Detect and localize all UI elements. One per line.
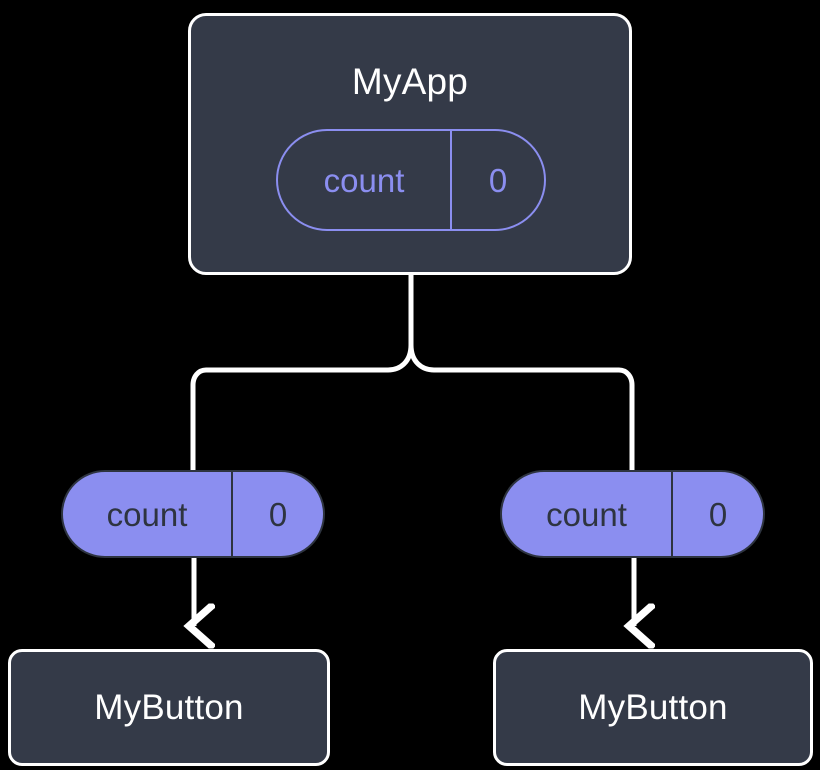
node-myapp-label: MyApp: [351, 61, 469, 102]
edge-myapp-split: [190, 275, 635, 470]
state-pill-right-value: 0: [671, 472, 763, 556]
state-pill-right[interactable]: count 0: [500, 470, 765, 558]
state-pill-left[interactable]: count 0: [61, 470, 325, 558]
state-pill-myapp-key-text: count: [323, 161, 405, 199]
state-pill-myapp-value-text: 0: [488, 161, 508, 199]
state-pill-left-value-text: 0: [268, 495, 288, 533]
state-pill-left-value: 0: [231, 472, 323, 556]
node-mybutton-right-label: MyButton: [578, 688, 728, 727]
state-pill-left-key: count: [63, 472, 231, 556]
state-pill-myapp-value: 0: [450, 131, 544, 229]
node-mybutton-right[interactable]: MyButton: [493, 649, 813, 766]
state-pill-right-key-text: count: [546, 495, 627, 533]
node-mybutton-left-label: MyButton: [94, 688, 244, 727]
state-pill-right-value-text: 0: [708, 495, 728, 533]
state-pill-myapp-key: count: [278, 131, 450, 229]
state-pill-left-key-text: count: [106, 495, 188, 533]
state-pill-right-key: count: [502, 472, 671, 556]
node-mybutton-left[interactable]: MyButton: [8, 649, 330, 766]
state-pill-myapp[interactable]: count 0: [276, 129, 546, 231]
